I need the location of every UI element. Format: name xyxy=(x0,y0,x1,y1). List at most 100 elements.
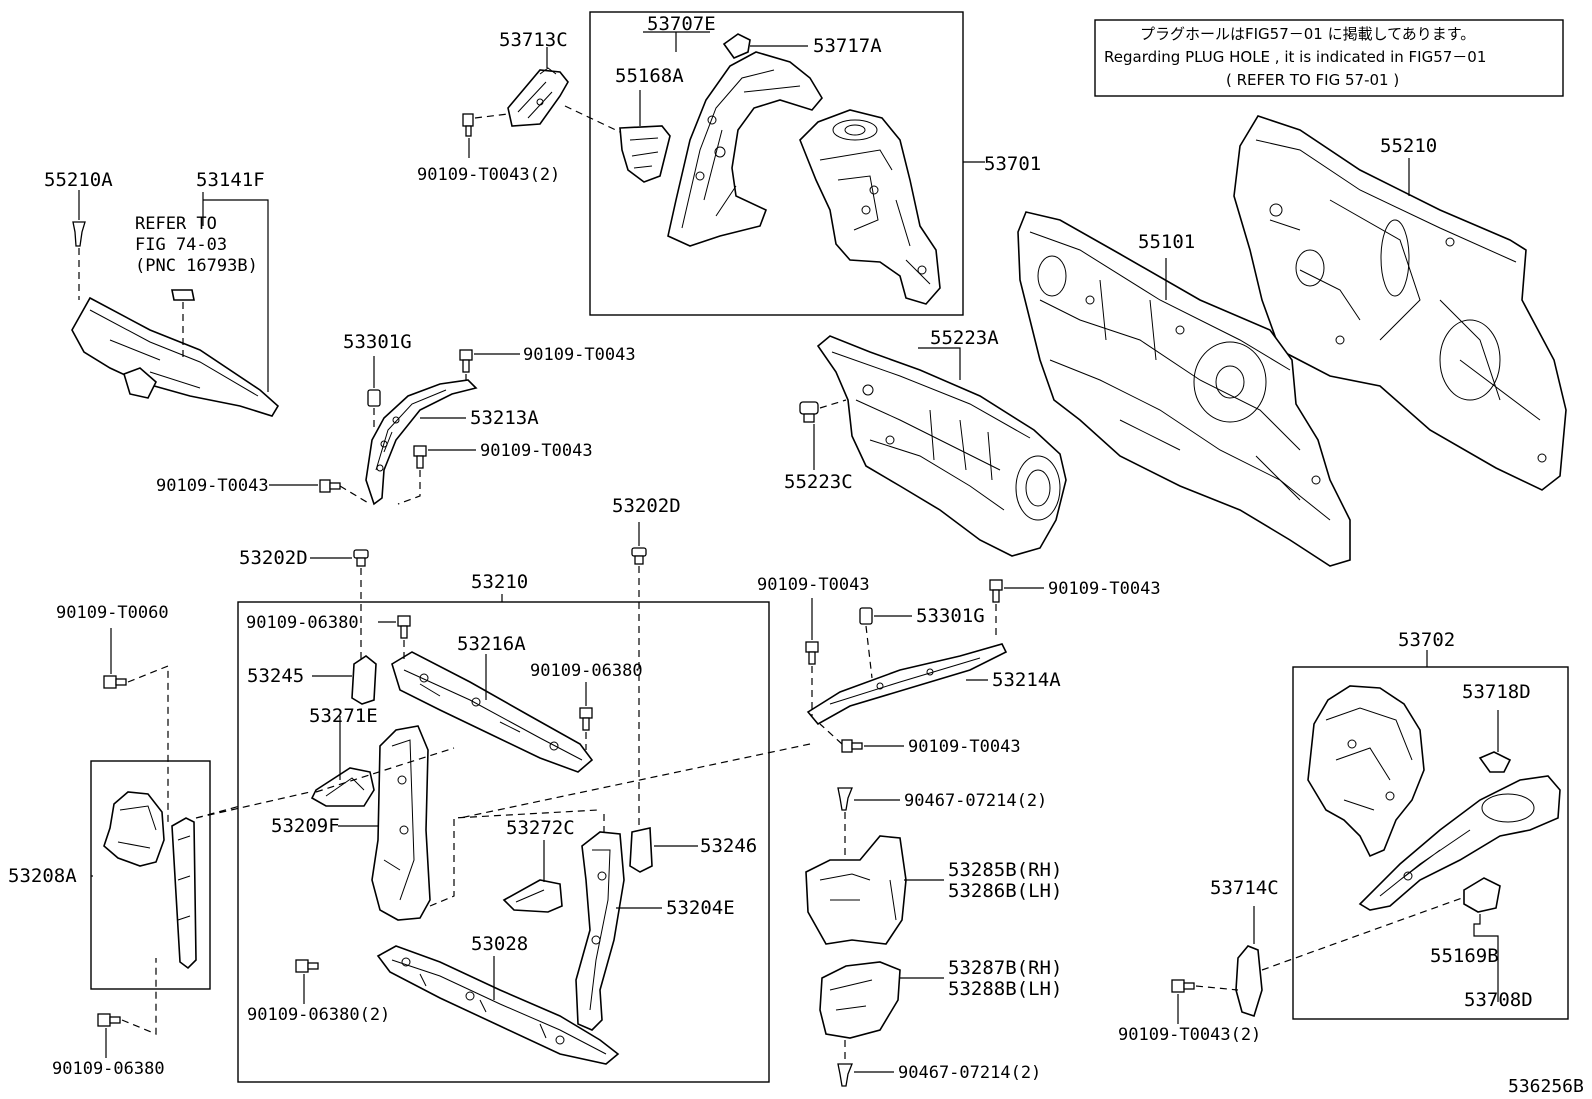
label-90467-07214-a: 90467-07214(2) xyxy=(904,791,1047,811)
bolt-90109-T0043-f xyxy=(841,739,863,753)
label-55101: 55101 xyxy=(1138,231,1195,253)
figure-id: 536256B xyxy=(1508,1076,1584,1097)
label-53204E: 53204E xyxy=(666,897,735,919)
label-90109-T0060: 90109-T0060 xyxy=(56,603,169,623)
label-53246: 53246 xyxy=(700,835,757,857)
part-53216A xyxy=(391,651,594,773)
part-53708D xyxy=(1358,775,1561,911)
label-53713C: 53713C xyxy=(499,29,568,51)
tag-16793B xyxy=(171,289,195,301)
label-53301G-b: 53301G xyxy=(916,605,985,627)
label-90109-T0043-d: 90109-T0043 xyxy=(757,575,870,595)
bolt-53202D-left xyxy=(353,549,369,567)
label-53301G-a: 53301G xyxy=(343,331,412,353)
label-90109-06380-b: 90109-06380 xyxy=(530,661,643,681)
label-55168A: 55168A xyxy=(615,65,684,87)
part-55210A xyxy=(72,221,86,247)
label-53141F: 53141F xyxy=(196,169,265,191)
clip-90467-07214-b xyxy=(837,1063,853,1087)
label-53285B: 53285B(RH) xyxy=(948,859,1062,881)
label-55223A: 55223A xyxy=(930,327,999,349)
note-line-2: Regarding PLUG HOLE , it is indicated in… xyxy=(1104,48,1486,66)
part-53301G-b xyxy=(859,607,873,625)
bolt-90109-06380-b xyxy=(579,707,593,731)
plug-hole-note: プラグホールはFIG57－01 に掲載してあります。 Regarding PLU… xyxy=(1094,19,1564,97)
part-53718D xyxy=(1478,751,1512,773)
label-53707E: 53707E xyxy=(647,13,716,35)
part-53214A xyxy=(806,643,1008,726)
refer-line-1: REFER TO xyxy=(135,214,217,234)
part-55210 xyxy=(1233,115,1567,491)
part-55169B xyxy=(1463,877,1501,913)
bolt-90109-06380-2 xyxy=(295,959,319,973)
note-line-1: プラグホールはFIG57－01 に掲載してあります。 xyxy=(1140,25,1475,43)
group-box-53701 xyxy=(589,11,964,316)
label-53216A: 53216A xyxy=(457,633,526,655)
part-53301G-a xyxy=(367,389,381,407)
part-53272C xyxy=(502,879,563,913)
label-55210A: 55210A xyxy=(44,169,113,191)
label-53272C: 53272C xyxy=(506,817,575,839)
bolt-90109-T0043-top xyxy=(462,113,474,137)
label-53714C: 53714C xyxy=(1210,877,1279,899)
part-53717A xyxy=(722,33,751,59)
label-53213A: 53213A xyxy=(470,407,539,429)
bolt-90109-T0043-a xyxy=(459,349,473,373)
part-53287B xyxy=(819,961,901,1039)
label-90109-06380-2: 90109-06380(2) xyxy=(247,1005,390,1025)
group-box-53702 xyxy=(1292,666,1569,1020)
label-90109-T0043-2-bot: 90109-T0043(2) xyxy=(1118,1025,1261,1045)
label-90109-T0043-c: 90109-T0043 xyxy=(156,476,269,496)
part-55223C xyxy=(799,401,819,423)
bolt-90109-T0060 xyxy=(103,675,127,689)
part-53702-apron xyxy=(1307,685,1425,858)
label-53245: 53245 xyxy=(247,665,304,687)
part-53707E xyxy=(667,51,823,247)
part-53208A xyxy=(103,791,197,970)
part-55168A xyxy=(619,125,671,183)
part-53028 xyxy=(376,945,620,1065)
clip-90467-07214-a xyxy=(837,787,853,811)
part-53213A xyxy=(365,379,478,506)
label-90109-06380-a: 90109-06380 xyxy=(246,613,359,633)
label-53718D: 53718D xyxy=(1462,681,1531,703)
label-90109-T0043-a: 90109-T0043 xyxy=(523,345,636,365)
part-53285B xyxy=(805,835,907,945)
refer-line-2: FIG 74-03 xyxy=(135,235,227,255)
part-53246 xyxy=(629,827,653,873)
part-53209F xyxy=(371,725,431,921)
label-55169B: 55169B xyxy=(1430,945,1499,967)
label-53214A: 53214A xyxy=(992,669,1061,691)
label-53287B: 53287B(RH) xyxy=(948,957,1062,979)
bolt-90109-T0043-b xyxy=(413,445,427,469)
part-53141F xyxy=(71,296,280,417)
label-53271E: 53271E xyxy=(309,705,378,727)
group-box-53210 xyxy=(237,601,770,1083)
label-90109-T0043-2-top: 90109-T0043(2) xyxy=(417,165,560,185)
label-53708D: 53708D xyxy=(1464,989,1533,1011)
label-53286B: 53286B(LH) xyxy=(948,880,1062,902)
part-53701 xyxy=(799,109,941,305)
part-53245 xyxy=(351,655,377,705)
label-53202D-right: 53202D xyxy=(612,495,681,517)
label-53028: 53028 xyxy=(471,933,528,955)
bolt-90109-06380-c xyxy=(97,1013,121,1027)
bolt-90109-06380-a xyxy=(397,615,411,639)
label-53210: 53210 xyxy=(471,571,528,593)
part-53714C xyxy=(1235,945,1263,1018)
part-55223A xyxy=(816,335,1067,557)
label-55210: 55210 xyxy=(1380,135,1437,157)
label-53209F: 53209F xyxy=(271,815,340,837)
label-53202D-left: 53202D xyxy=(239,547,308,569)
label-53701: 53701 xyxy=(984,153,1041,175)
bolt-90109-T0043-e xyxy=(989,579,1003,603)
label-53208A: 53208A xyxy=(8,865,77,887)
note-line-3: ( REFER TO FIG 57-01 ) xyxy=(1226,71,1399,89)
label-53717A: 53717A xyxy=(813,35,882,57)
bolt-90109-T0043-2-bot xyxy=(1171,979,1195,993)
refer-line-3: (PNC 16793B) xyxy=(135,256,258,276)
part-53204E xyxy=(575,831,625,1031)
group-box-53208A xyxy=(90,760,211,990)
label-53702: 53702 xyxy=(1398,629,1455,651)
